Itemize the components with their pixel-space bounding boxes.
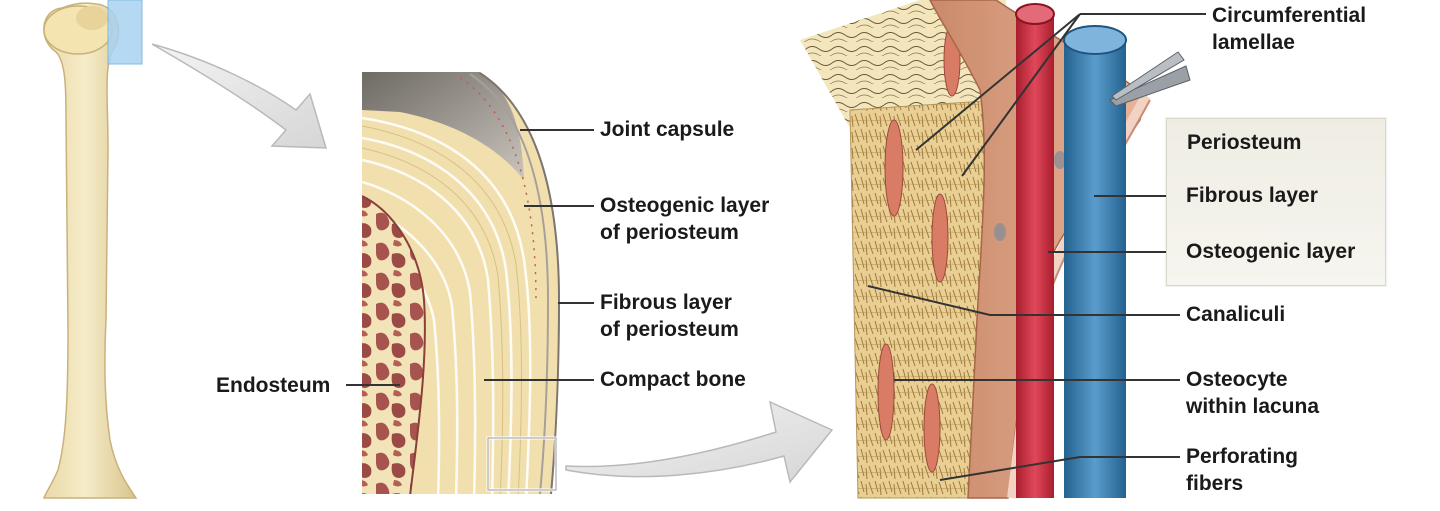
label-compact-bone: Compact bone	[600, 368, 746, 391]
label-line-1: Fibrous layer	[600, 291, 732, 314]
leader-lines	[346, 13, 1206, 481]
label-fibrous-layer: Fibrous layer	[1186, 184, 1318, 207]
label-line-2: of periosteum	[600, 318, 739, 341]
label-line-2: lamellae	[1212, 31, 1295, 54]
zoom-arrow-2	[565, 400, 834, 484]
label-line-1: Circumferential	[1212, 4, 1367, 27]
periosteum-detail-illustration	[800, 0, 1191, 499]
label-perforating-fibers: Perforating fibers	[1186, 443, 1298, 497]
label-line-2: fibers	[1186, 472, 1244, 495]
humerus-illustration	[42, 0, 143, 499]
label-joint-capsule: Joint capsule	[600, 118, 735, 141]
label-osteocyte-within-lacuna: Osteocyte within lacuna	[1186, 366, 1319, 420]
label-endosteum: Endosteum	[216, 374, 331, 397]
label-canaliculi: Canaliculi	[1186, 303, 1286, 326]
zoom-arrow-1	[151, 43, 328, 149]
label-circumferential-lamellae: Circumferential lamellae	[1212, 2, 1366, 56]
label-osteogenic-layer-of-periosteum: Osteogenic layer of periosteum	[600, 192, 769, 246]
label-osteogenic-layer: Osteogenic layer	[1186, 240, 1356, 263]
bone-cross-section	[362, 72, 560, 494]
periosteum-legend-box: Periosteum	[1166, 118, 1386, 286]
label-line-2: within lacuna	[1186, 395, 1320, 418]
label-line-1: Perforating	[1186, 445, 1299, 468]
periosteum-legend-title: Periosteum	[1187, 131, 1302, 154]
label-line-2: of periosteum	[600, 221, 739, 244]
label-line-1: Osteocyte	[1186, 368, 1288, 391]
label-line-1: Osteogenic layer	[600, 194, 770, 217]
label-fibrous-layer-of-periosteum: Fibrous layer of periosteum	[600, 289, 739, 343]
